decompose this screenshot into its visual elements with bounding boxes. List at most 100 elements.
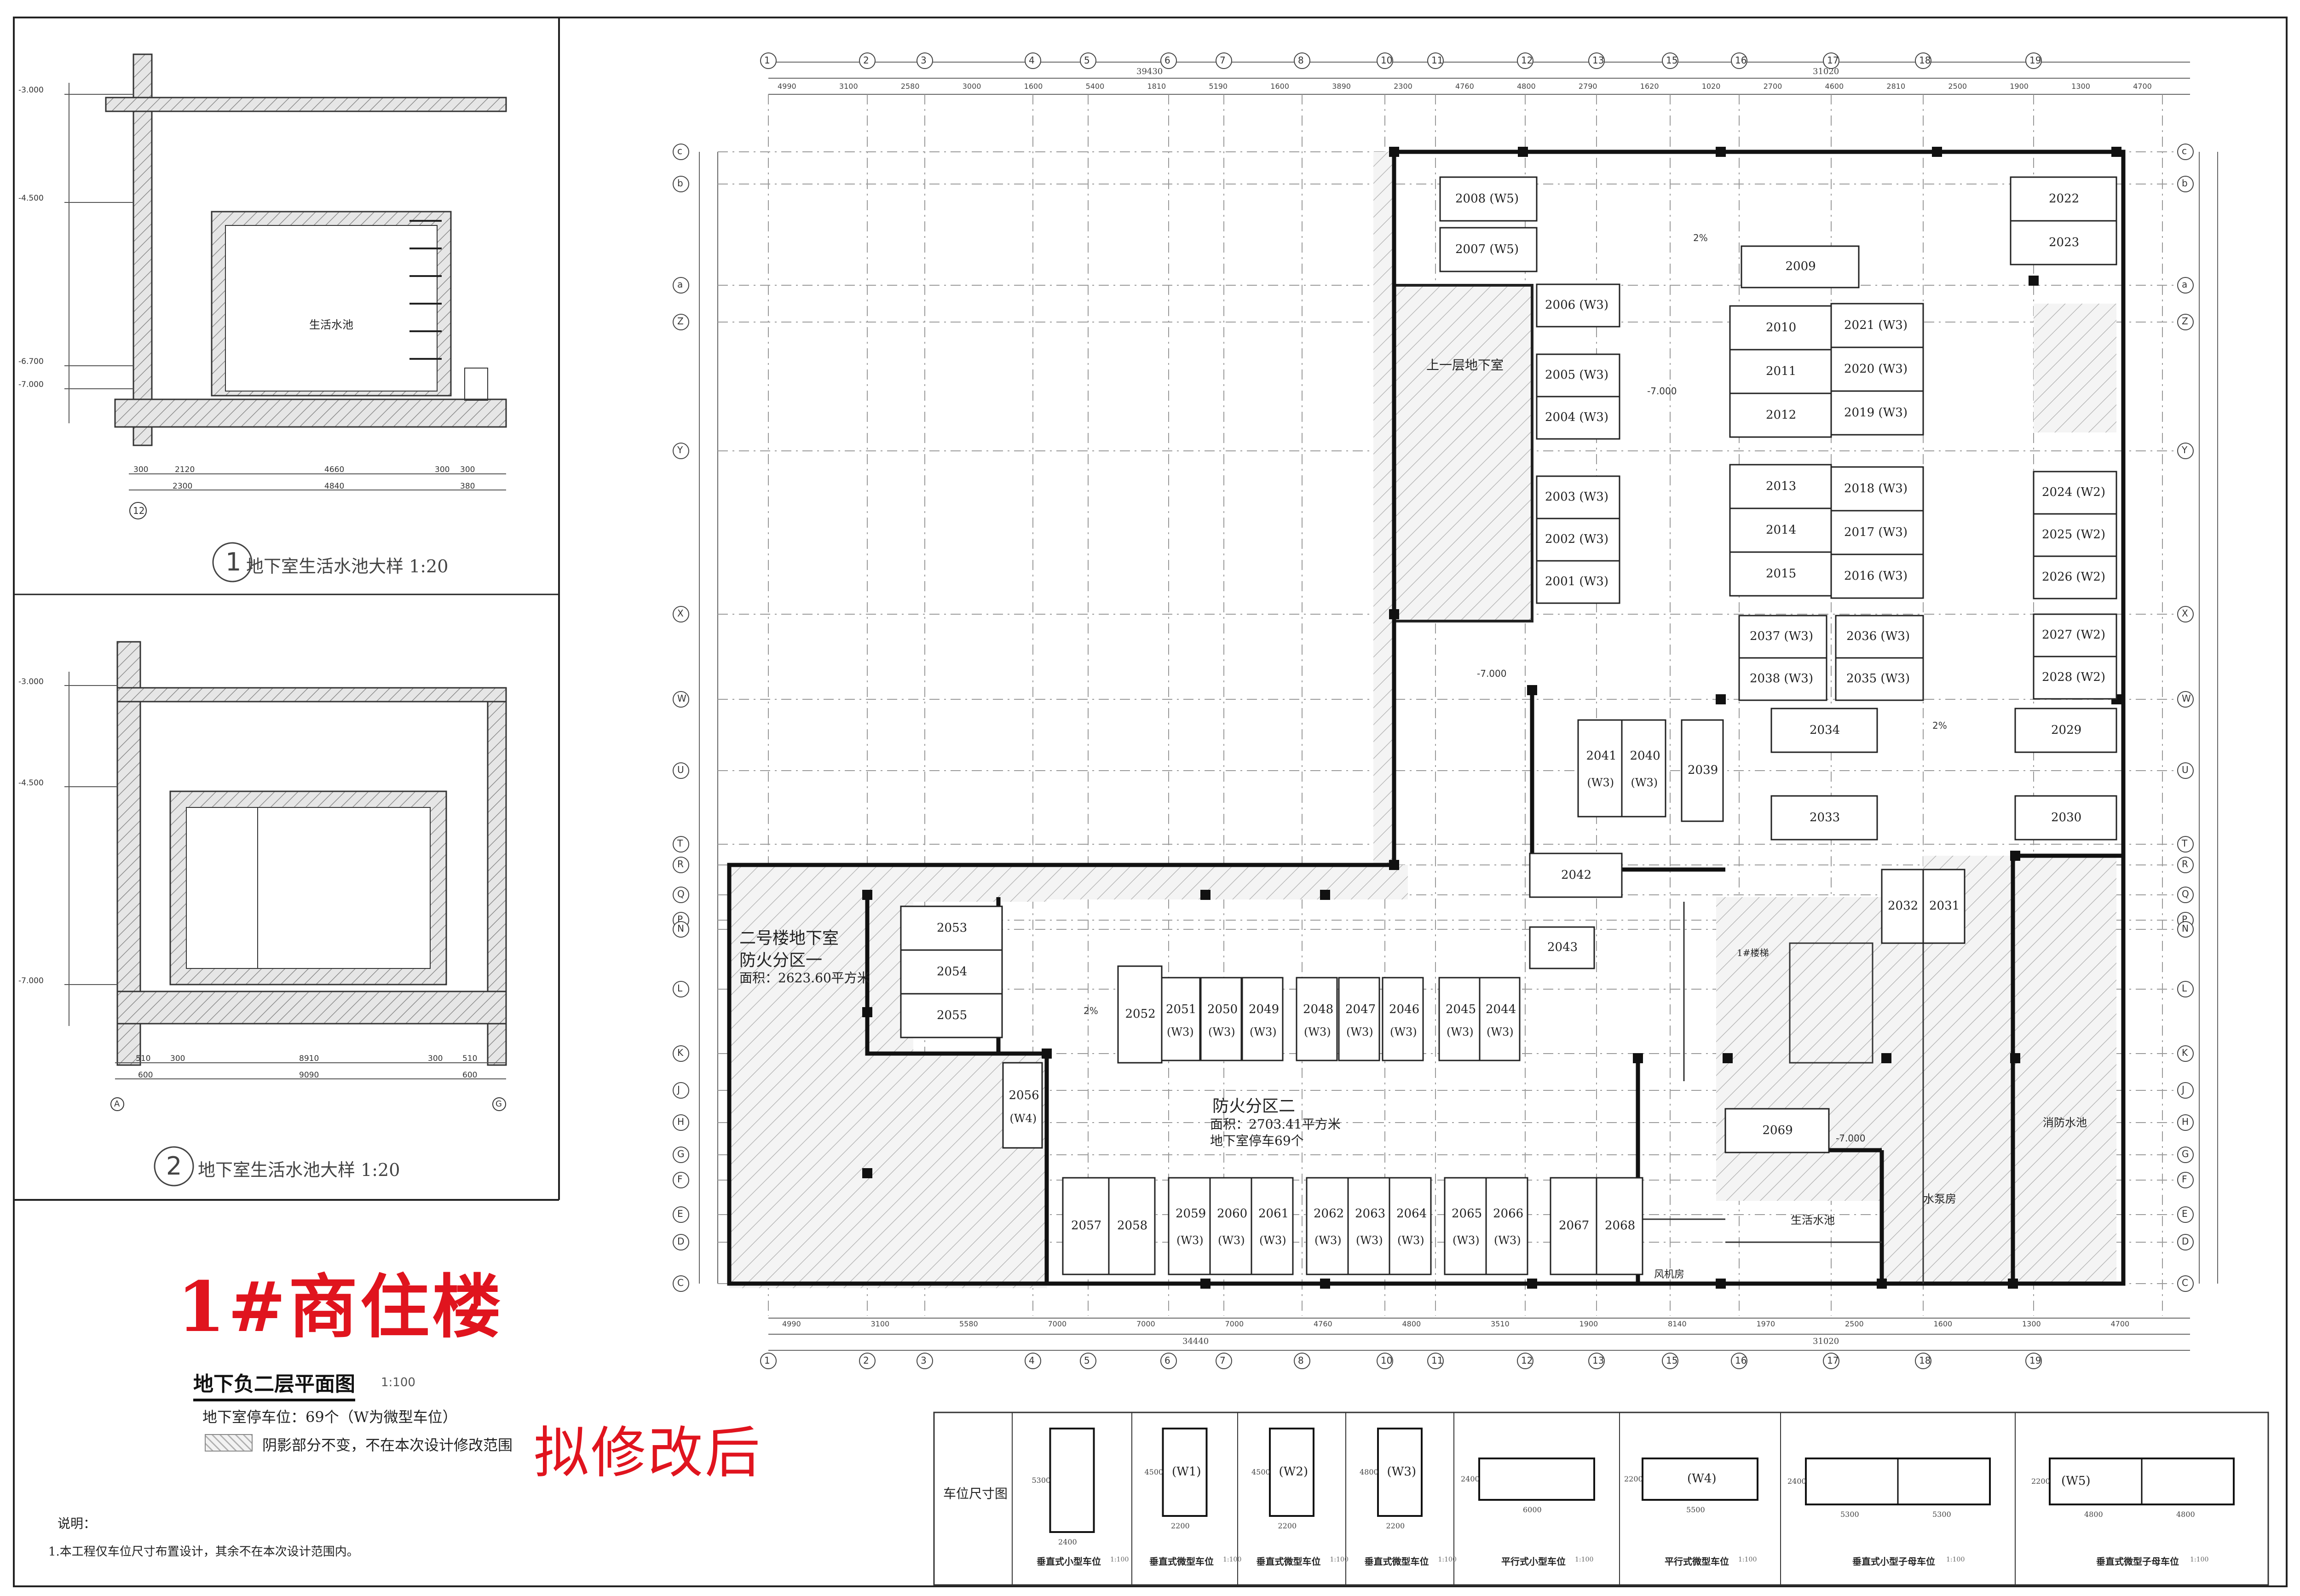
parking-stall-label: 2019 (W3)	[1844, 405, 1908, 420]
corridor-hatch	[865, 865, 1408, 899]
legend-stall-width: 2200	[1386, 1521, 1405, 1530]
grid-number-10-bot: 10	[1381, 1355, 1393, 1366]
grid-bubble-5-bot	[1080, 1353, 1096, 1369]
structural-column	[1389, 860, 1399, 870]
grid-bubble-16-top	[1731, 52, 1747, 69]
parking-stall-rect	[1439, 227, 1538, 272]
parking-stall-rect	[1830, 553, 1924, 599]
detail-1-dim-7: 4840	[324, 482, 345, 491]
detail-1-title: 地下室生活水池大样 1:20	[246, 556, 449, 576]
legend-stall-shape	[1269, 1428, 1314, 1517]
detail-1-level-4: -7.000	[18, 380, 44, 389]
legend-stall-tag: (W5)	[2061, 1474, 2091, 1488]
parking-stall-label: 2021 (W3)	[1844, 318, 1908, 332]
top-dimension: 1900	[2010, 82, 2029, 91]
grid-bubble-K-0	[673, 1045, 689, 1062]
bottom-dimension: 7000	[1136, 1319, 1155, 1328]
grid-bubble-Q-0	[673, 887, 689, 903]
top-dimension: 2810	[1886, 82, 1906, 91]
legend-stall-name: 垂直式微型子母车位	[2096, 1556, 2179, 1567]
notes-heading: 说明：	[58, 1516, 97, 1531]
grid-bubble-18-bot	[1915, 1353, 1931, 1369]
slope-mark-3: 2%	[1084, 1005, 1098, 1016]
detail-1-dim-4: 300	[435, 465, 450, 474]
overall-bottom-dimension-left: 34440	[1182, 1337, 1209, 1346]
parking-stall-type: (W3)	[1167, 1026, 1194, 1039]
zone-1-name: 二号楼地下室	[739, 929, 839, 948]
parking-stall-rect	[1577, 719, 1623, 818]
grid-bubble-F-0	[673, 1172, 689, 1188]
grid-letter-J-1: J	[2182, 1084, 2185, 1095]
parking-stall-rect	[2010, 220, 2117, 265]
grid-bubble-Q-1	[2177, 887, 2194, 903]
grid-bubble-R-0	[673, 857, 689, 873]
parking-stall-label: 2006 (W3)	[1545, 298, 1608, 312]
grid-bubble-T-0	[673, 836, 689, 853]
legend-stall-width-2: 5300	[1932, 1510, 1951, 1519]
legend-stall-scale: 1:100	[1223, 1556, 1242, 1563]
structural-column	[1716, 694, 1726, 704]
parking-stall-rect	[1529, 926, 1595, 969]
grid-bubble-19-bot	[2025, 1353, 2042, 1369]
grid-letter-C-0: C	[677, 1277, 684, 1288]
parking-stall-rect	[1485, 1177, 1528, 1275]
parking-stall-number: 2050	[1207, 1003, 1238, 1016]
legend-stall-width: 2400	[1058, 1538, 1077, 1546]
legend-stall-name: 垂直式小型子母车位	[1852, 1556, 1935, 1567]
structural-column	[2008, 1279, 2018, 1289]
grid-bubble-10-bot	[1377, 1353, 1393, 1369]
legend-stall-width-2: 4800	[2176, 1510, 2195, 1519]
parking-stall-rect	[2033, 613, 2117, 657]
detail-2-title: 地下室生活水池大样 1:20	[198, 1160, 400, 1180]
upper-basement-label: 上一层地下室	[1426, 357, 1504, 373]
grid-bubble-1-top	[760, 52, 777, 69]
legend-stall-width: 2200	[1171, 1521, 1190, 1530]
grid-letter-R-0: R	[677, 858, 684, 870]
structural-column	[1518, 147, 1528, 157]
bottom-dimension: 4800	[1402, 1319, 1421, 1328]
parking-stall-type: (W3)	[1259, 1233, 1286, 1247]
level-mark-3: -7.000	[1836, 1133, 1866, 1144]
legend-stall-length: 4500	[1251, 1468, 1270, 1476]
parking-stall-label: 2017 (W3)	[1844, 525, 1908, 539]
grid-bubble-H-0	[673, 1114, 689, 1131]
top-dimension: 1600	[1024, 82, 1043, 91]
top-dimension: 3000	[962, 82, 981, 91]
zone-1-area: 面积：2623.60平方米	[739, 970, 870, 985]
grid-bubble-G-0	[673, 1147, 689, 1163]
legend-stall-length: 5300	[1032, 1475, 1051, 1485]
top-dimension: 2500	[1948, 82, 1967, 91]
grid-bubble-3-bot	[917, 1353, 933, 1369]
top-dimension: 4990	[778, 82, 796, 91]
level-mark-2: -7.000	[1477, 668, 1507, 679]
legend-stall-shape	[1049, 1428, 1095, 1533]
parking-stall-label: 2008 (W5)	[1455, 191, 1519, 206]
parking-stall-label: 2031	[1929, 899, 1960, 913]
grid-number-16-top: 16	[1735, 55, 1747, 66]
grid-bubble-a-0	[673, 277, 689, 294]
parking-stall-label: 2057	[1071, 1219, 1102, 1233]
parking-stall-rect	[1536, 475, 1620, 519]
grid-bubble-c-1	[2177, 144, 2194, 160]
grid-bubble-7-bot	[1216, 1353, 1232, 1369]
legend-stall-tag: (W4)	[1687, 1472, 1717, 1486]
legend-stall-length: 4800	[1360, 1468, 1378, 1476]
parking-stall-rect	[2033, 555, 2117, 599]
grid-number-18-bot: 18	[1919, 1355, 1931, 1366]
parking-stall-rect	[1770, 795, 1878, 841]
overall-top-dimension-right: 31020	[1813, 67, 1839, 76]
parking-stall-number: 2040	[1630, 749, 1660, 763]
parking-stall-type: (W3)	[1453, 1233, 1480, 1247]
grid-bubble-17-top	[1823, 52, 1839, 69]
grid-bubble-Y-1	[2177, 443, 2194, 459]
parking-stall-rect	[1478, 977, 1521, 1061]
grid-bubble-6-top	[1160, 52, 1177, 69]
grid-bubble-F-1	[2177, 1172, 2194, 1188]
parking-stall-rect	[900, 905, 1003, 951]
grid-bubble-b-1	[2177, 176, 2194, 192]
legend-stall-width: 2200	[1278, 1521, 1297, 1530]
detail-1-pool-label: 生活水池	[309, 318, 353, 331]
grid-number-18-top: 18	[1919, 55, 1931, 66]
top-dimension: 2700	[1763, 82, 1782, 91]
top-dimension: 1300	[2071, 82, 2090, 91]
